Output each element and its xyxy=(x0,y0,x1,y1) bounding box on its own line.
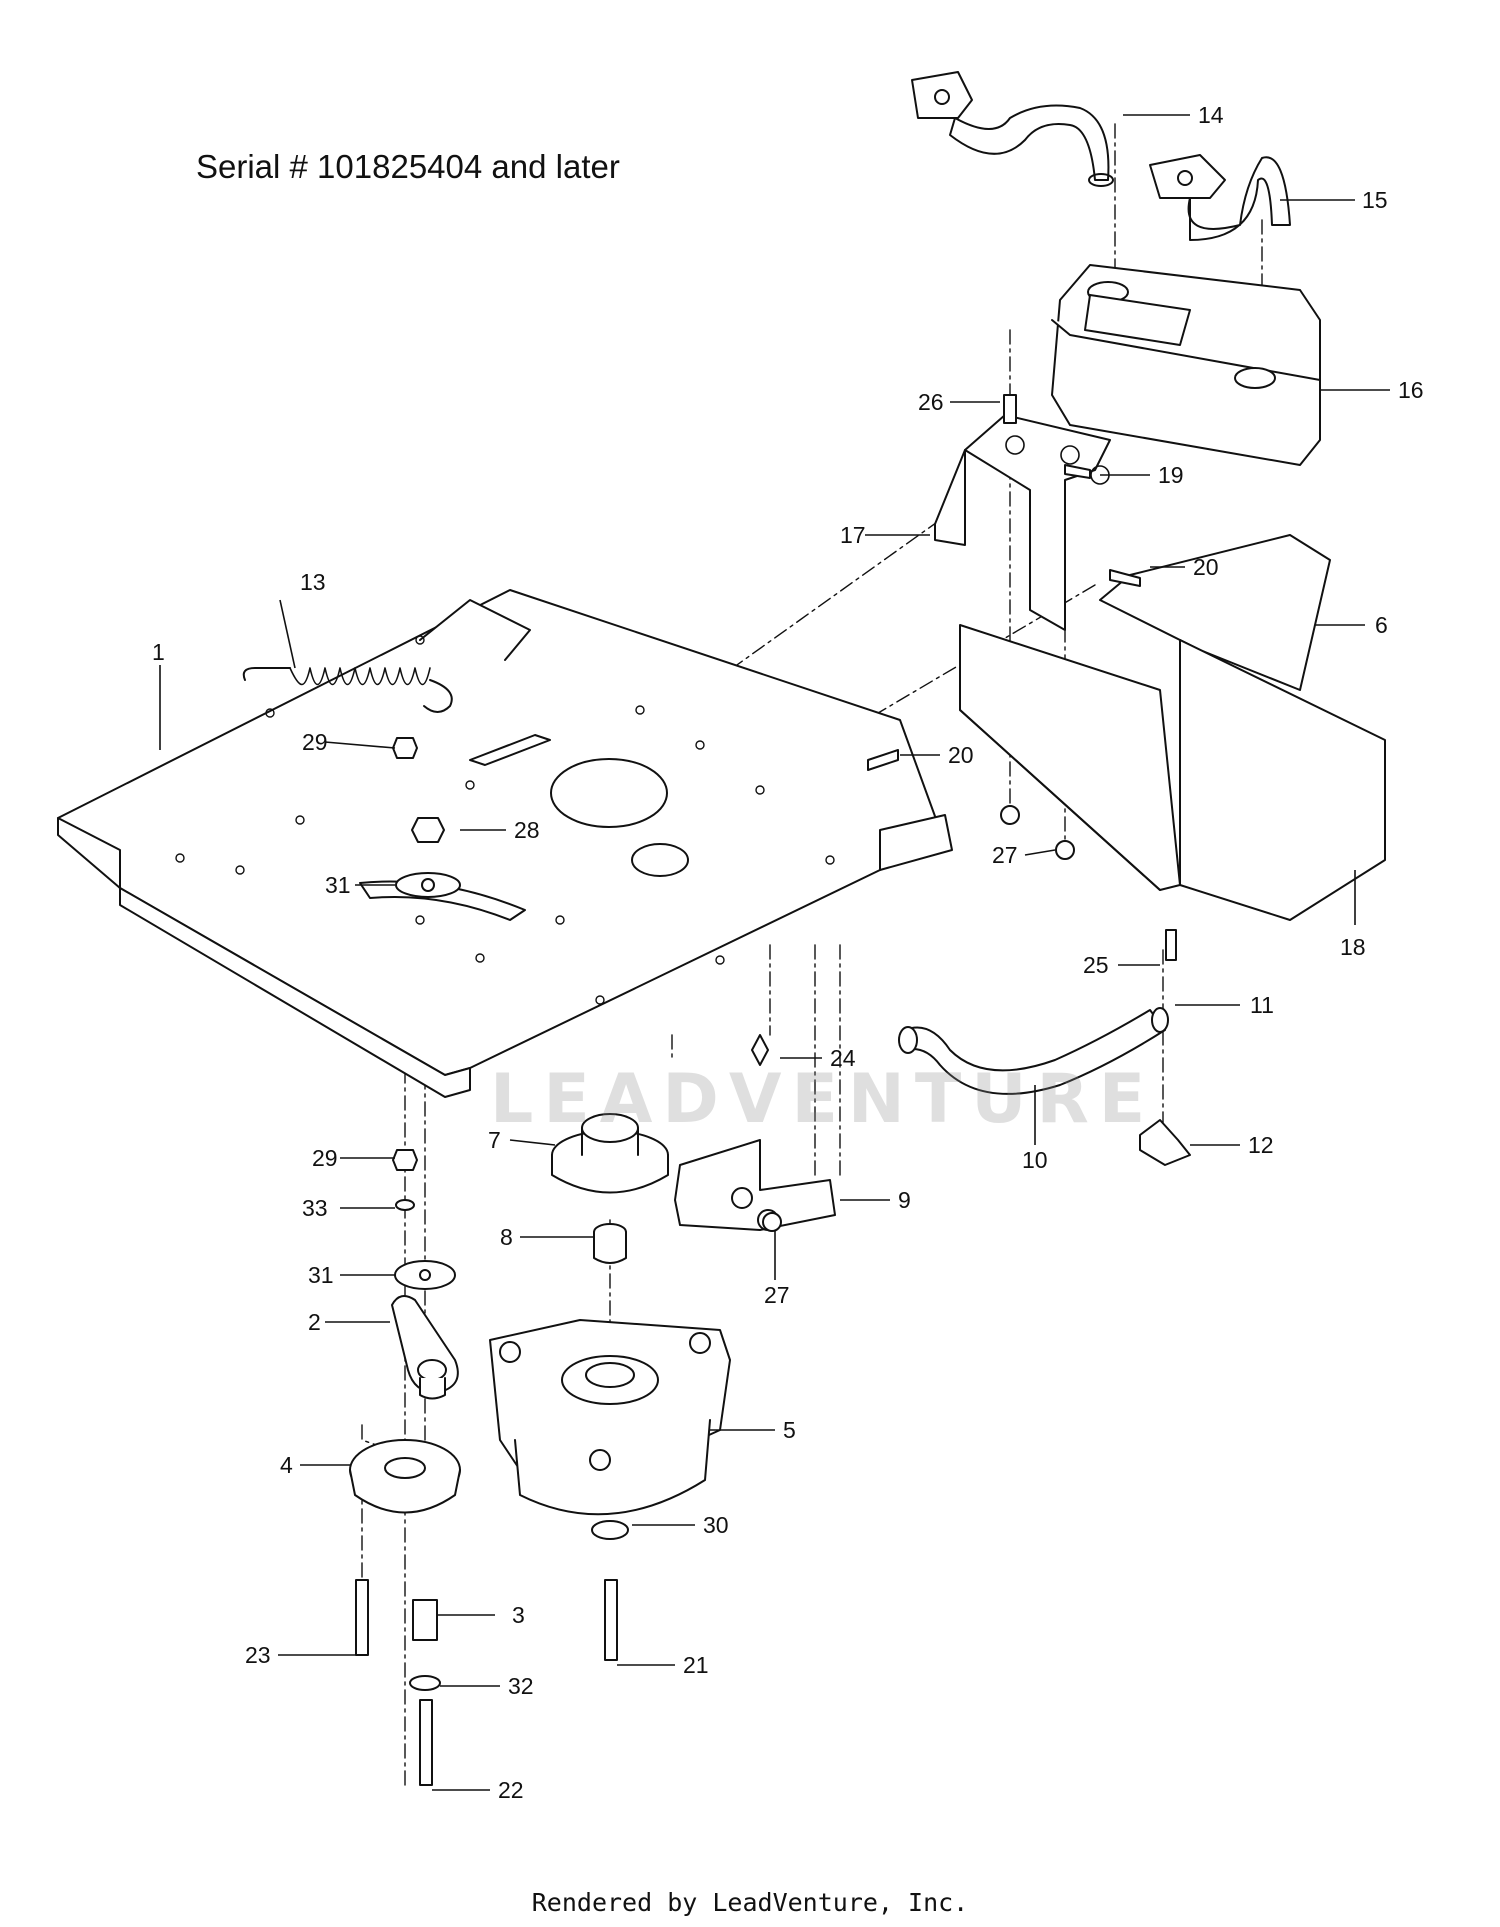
pin-24 xyxy=(751,1034,769,1066)
tube xyxy=(898,1007,1169,1095)
bolt-20b xyxy=(867,749,899,771)
bolt-26 xyxy=(1003,394,1017,424)
callout-17: 17 xyxy=(840,522,866,548)
hardware xyxy=(392,737,1075,1691)
callout-29b: 29 xyxy=(312,1145,338,1171)
washer-32 xyxy=(409,1675,441,1691)
callout-1: 1 xyxy=(152,639,165,665)
nut-28 xyxy=(411,817,445,843)
bolt-22 xyxy=(419,1699,433,1786)
serial-title: Serial # 101825404 and later xyxy=(196,148,620,185)
bolts xyxy=(355,394,1177,1786)
callout-9: 9 xyxy=(898,1187,911,1213)
exhaust-pipe-14 xyxy=(911,71,1114,187)
clamp xyxy=(1139,1119,1191,1166)
callout-31a: 31 xyxy=(325,872,351,898)
callout-29a: 29 xyxy=(302,729,328,755)
spacer-8 xyxy=(593,1223,627,1264)
callout-4: 4 xyxy=(280,1452,293,1478)
deck-plate xyxy=(57,589,953,1098)
callout-26: 26 xyxy=(918,389,944,415)
callout-25: 25 xyxy=(1083,952,1109,978)
bolt-20a xyxy=(1109,569,1141,587)
callout-15: 15 xyxy=(1362,187,1388,213)
callout-13: 13 xyxy=(300,569,326,595)
idler-pulley xyxy=(349,1439,461,1514)
spring xyxy=(242,667,453,713)
callout-18: 18 xyxy=(1340,934,1366,960)
nut-27c xyxy=(762,1212,782,1232)
callout-21: 21 xyxy=(683,1652,709,1678)
nut-29b xyxy=(392,1149,418,1171)
bolt-21 xyxy=(604,1579,618,1661)
callout-20a: 20 xyxy=(1193,554,1219,580)
callout-3: 3 xyxy=(512,1602,525,1628)
spacer-3 xyxy=(412,1599,438,1641)
nut-27a xyxy=(1000,805,1020,825)
callout-30: 30 xyxy=(703,1512,729,1538)
bolt-23 xyxy=(355,1579,369,1656)
deck-holes xyxy=(175,635,835,1005)
callout-31b: 31 xyxy=(308,1262,334,1288)
callout-22: 22 xyxy=(498,1777,524,1803)
washer-30 xyxy=(591,1520,629,1540)
callout-32: 32 xyxy=(508,1673,534,1699)
callout-7: 7 xyxy=(488,1127,501,1153)
heat-shield xyxy=(959,534,1386,921)
callout-27a: 27 xyxy=(992,842,1018,868)
callout-11: 11 xyxy=(1250,992,1274,1018)
bolt-25 xyxy=(1165,929,1177,961)
callout-10: 10 xyxy=(1022,1147,1048,1173)
callout-23: 23 xyxy=(245,1642,271,1668)
callout-24: 24 xyxy=(830,1045,856,1071)
callout-2: 2 xyxy=(308,1309,321,1335)
nut-27b xyxy=(1055,840,1075,860)
washer-33 xyxy=(395,1199,415,1211)
callout-12: 12 xyxy=(1248,1132,1274,1158)
exhaust-pipe-15 xyxy=(1149,154,1291,241)
callout-8: 8 xyxy=(500,1224,513,1250)
electric-clutch xyxy=(489,1319,731,1516)
watermark: LEADVENTURE xyxy=(490,1060,1156,1139)
footer-credit: Rendered by LeadVenture, Inc. xyxy=(531,1888,969,1917)
callout-5: 5 xyxy=(783,1417,796,1443)
idler-arm xyxy=(391,1295,459,1400)
callout-14: 14 xyxy=(1198,102,1224,128)
callout-28: 28 xyxy=(514,817,540,843)
callout-20b: 20 xyxy=(948,742,974,768)
bolt-19 xyxy=(1064,464,1091,479)
muffler xyxy=(1051,264,1321,466)
callout-27b: 27 xyxy=(764,1282,790,1308)
callout-19: 19 xyxy=(1158,462,1184,488)
callout-33: 33 xyxy=(302,1195,328,1221)
callout-6: 6 xyxy=(1375,612,1388,638)
callout-16: 16 xyxy=(1398,377,1424,403)
pulley-7 xyxy=(551,1113,669,1194)
